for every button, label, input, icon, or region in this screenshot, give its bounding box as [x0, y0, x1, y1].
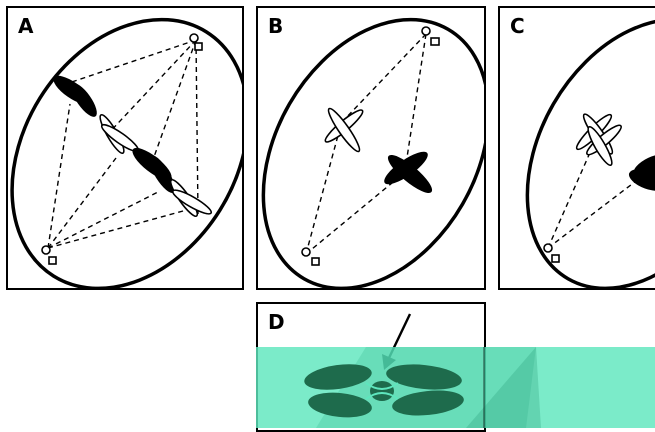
highlight-band [256, 347, 655, 428]
highlight-shading-2 [466, 347, 541, 428]
white-chromosome-pair [575, 113, 622, 167]
cell-diagram-c [525, 17, 655, 288]
black-chromosome-2 [132, 147, 176, 194]
closeup-chromosome [304, 364, 464, 418]
black-chromosome [384, 151, 433, 194]
cell-diagram-a [10, 17, 242, 288]
cell-outline [10, 17, 242, 288]
highlight-band-art [256, 347, 655, 428]
cell-outline [261, 17, 484, 288]
panel-b-label: B [268, 14, 284, 38]
centriole-top [421, 26, 440, 46]
centriole-bottom [543, 243, 560, 263]
spindle-fibers [47, 39, 199, 249]
centriole-top [189, 33, 203, 51]
panel-a-label: A [18, 14, 34, 38]
panel-c: C [498, 6, 655, 290]
spindle-fibers [547, 147, 641, 249]
white-chromosome-2 [169, 178, 213, 218]
spindle-fibers [305, 33, 427, 255]
panel-b: B [256, 6, 486, 290]
cell-diagram-b [261, 17, 484, 288]
cell-outline [525, 17, 655, 288]
white-chromosome-1 [99, 113, 140, 155]
black-chromosome-pair [628, 154, 655, 191]
panel-a: A [6, 6, 244, 290]
black-chromosome-1 [53, 75, 97, 117]
panel-d-label: D [268, 310, 285, 334]
centriole-bottom [301, 247, 320, 266]
centriole-bottom [41, 245, 57, 265]
white-chromosome [324, 107, 364, 153]
panel-c-label: C [510, 14, 525, 38]
